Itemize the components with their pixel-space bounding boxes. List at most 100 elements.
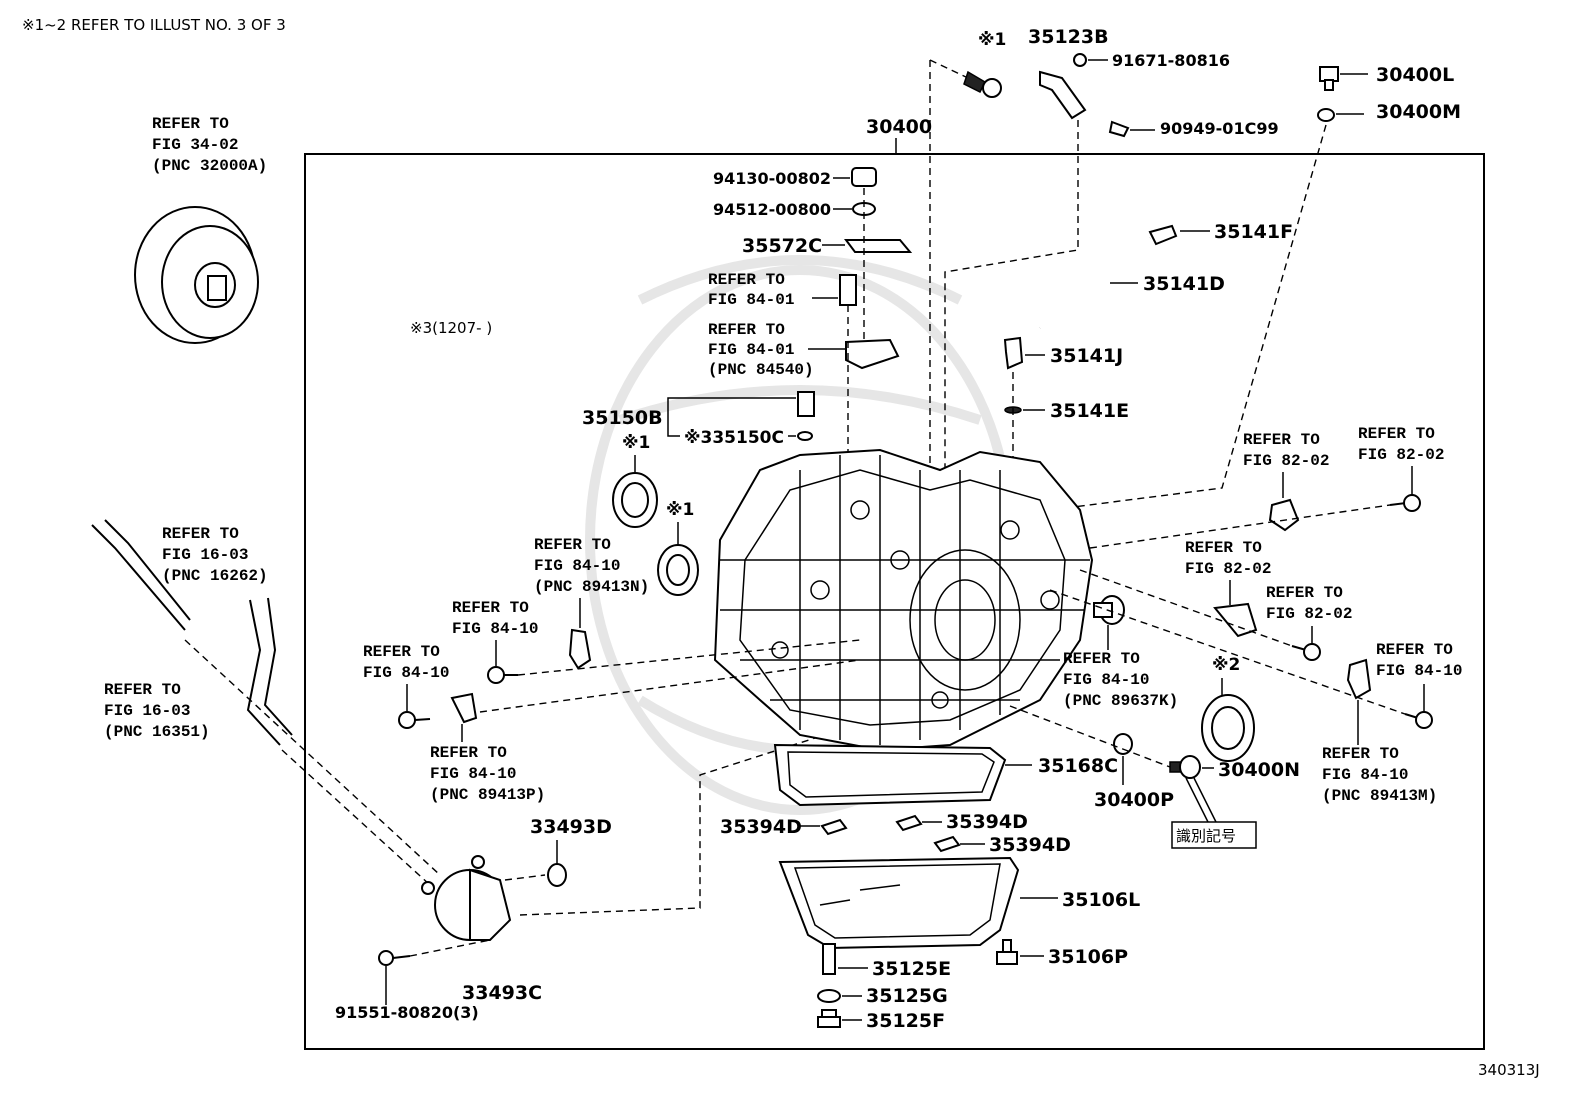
bolt-82-02-d-part [1291,643,1321,661]
bolt-84-10-a-part [487,666,518,684]
svg-text:FIG 16-03: FIG 16-03 [104,702,190,720]
ref-fig-84-01-a: REFER TO FIG 84-01 [708,271,794,309]
ref-fig-82-02-b: REFER TO FIG 82-02 [1358,425,1444,464]
svg-text:FIG 82-02: FIG 82-02 [1266,605,1352,623]
part-35123B-label: 35123B [1028,26,1109,48]
svg-text:REFER TO: REFER TO [430,744,507,762]
part-33493D-label: 33493D [530,816,612,838]
o-ring-33493D [547,863,567,887]
svg-text:REFER TO: REFER TO [1376,641,1453,659]
washer-30400P-part [1113,733,1133,755]
ref-fig-84-10-c: REFER TO FIG 84-10 [1376,641,1462,680]
magnet-35394D-c-part [933,835,961,853]
svg-text:REFER TO: REFER TO [152,115,229,133]
illustration-id: 340313J [1478,1061,1540,1079]
svg-text:REFER TO: REFER TO [1322,745,1399,763]
ref-fig-84-01-b: REFER TO FIG 84-01 (PNC 84540) [708,321,814,379]
shift-lever-part [845,338,900,370]
bolt-84-01-part [839,274,857,306]
sensor-89413M-part [1346,658,1372,700]
svg-text:(PNC 84540): (PNC 84540) [708,361,814,379]
ref-fig-16-03-b: REFER TO FIG 16-03 (PNC 16351) [104,681,210,741]
transaxle-case-part [713,448,1094,752]
part-35141J-label: 35141J [1050,345,1123,367]
header-note: ※1~2 REFER TO ILLUST NO. 3 OF 3 [22,16,286,34]
speed-sensor-89413N-part [568,628,592,670]
mark-1-seal-a: ※1 [622,433,650,453]
id-mark-label: 識別記号 [1176,827,1236,845]
part-35394D-c-label: 35394D [989,834,1071,856]
pan-gasket-35168C-part [773,743,1007,807]
svg-text:FIG 84-10: FIG 84-10 [1376,662,1462,680]
part-30400N-label: 30400N [1218,759,1300,781]
part-91671-label: 91671-80816 [1112,51,1230,70]
svg-text:REFER TO: REFER TO [708,321,785,339]
svg-text:REFER TO: REFER TO [1185,539,1262,557]
bolt-84-10-c-part [1404,711,1433,729]
sensor-89413P-part [450,692,478,724]
gasket-35125G-part [817,989,841,1003]
oil-seal-2-part [1201,694,1255,762]
part-35168C-label: 35168C [1038,755,1118,777]
bolt-82-02-b-part [1389,494,1421,512]
pipe-35125E-part [822,943,836,975]
part-35150C-label: ※335150C [684,428,784,448]
part-35394D-b-label: 35394D [946,811,1028,833]
part-35394D-a-label: 35394D [720,816,802,838]
part-94130-label: 94130-00802 [713,169,831,188]
plug-30400N-part [1169,755,1201,779]
part-35125F-label: 35125F [866,1010,945,1032]
svg-text:FIG 84-10: FIG 84-10 [1063,671,1149,689]
mark-2: ※2 [1212,655,1240,675]
svg-text:REFER TO: REFER TO [534,536,611,554]
oil-seal-b-part [657,544,699,596]
part-33493C-label: 33493C [462,982,542,1004]
part-35572C-label: 35572C [742,235,822,257]
part-35106L-label: 35106L [1062,889,1140,911]
bracket-82-02-c-part [1213,602,1258,638]
part-35150B-label: 35150B [582,407,663,429]
svg-text:(PNC 89413N): (PNC 89413N) [534,578,649,596]
part-94512-label: 94512-00800 [713,200,831,219]
subnote-label: ※3(1207- ) [410,319,492,337]
svg-text:REFER TO: REFER TO [1063,650,1140,668]
svg-text:(PNC 89413M): (PNC 89413M) [1322,787,1437,805]
svg-text:FIG 82-02: FIG 82-02 [1243,452,1329,470]
oil-pan-35106L-part [778,856,1020,950]
svg-text:FIG 84-10: FIG 84-10 [430,765,516,783]
grommet-94130-part [851,167,877,187]
svg-text:FIG 84-10: FIG 84-10 [363,664,449,682]
svg-text:FIG 84-01: FIG 84-01 [708,291,794,309]
svg-text:REFER TO: REFER TO [1243,431,1320,449]
svg-text:FIG 82-02: FIG 82-02 [1185,560,1271,578]
part-30400L-label: 30400L [1376,64,1454,86]
ref-fig-84-10-m: REFER TO FIG 84-10 (PNC 89413M) [1322,745,1437,805]
oil-seal-a-part [612,472,658,528]
part-30400-label: 30400 [866,116,932,138]
magnet-35394D-b-part [895,814,923,832]
svg-text:FIG 34-02: FIG 34-02 [152,136,238,154]
bolt-91551-part [378,950,394,966]
svg-text:REFER TO: REFER TO [104,681,181,699]
part-91551-label: 91551-80820(3) [335,1003,479,1022]
svg-text:(PNC 89637K): (PNC 89637K) [1063,692,1178,710]
ref-fig-84-10-a: REFER TO FIG 84-10 [452,599,538,638]
assembly-frame [304,153,1485,1050]
svg-text:(PNC 89413P): (PNC 89413P) [430,786,545,804]
svg-text:REFER TO: REFER TO [452,599,529,617]
fitting-35141F-part [1148,224,1178,246]
ref-fig-82-02-d: REFER TO FIG 82-02 [1266,584,1352,623]
part-35141F-label: 35141F [1214,221,1293,243]
svg-text:FIG 84-10: FIG 84-10 [534,557,620,575]
sensor-89637K-part [1093,595,1125,625]
magnet-35394D-a-part [820,818,848,836]
torque-converter-part [134,206,259,344]
filter-housing-part [421,855,512,941]
svg-text:FIG 84-10: FIG 84-10 [1322,766,1408,784]
part-35106P-label: 35106P [1048,946,1128,968]
svg-text:REFER TO: REFER TO [1266,584,1343,602]
drain-plug-35125F-part [817,1009,841,1028]
gasket-35150C-part [797,431,813,441]
